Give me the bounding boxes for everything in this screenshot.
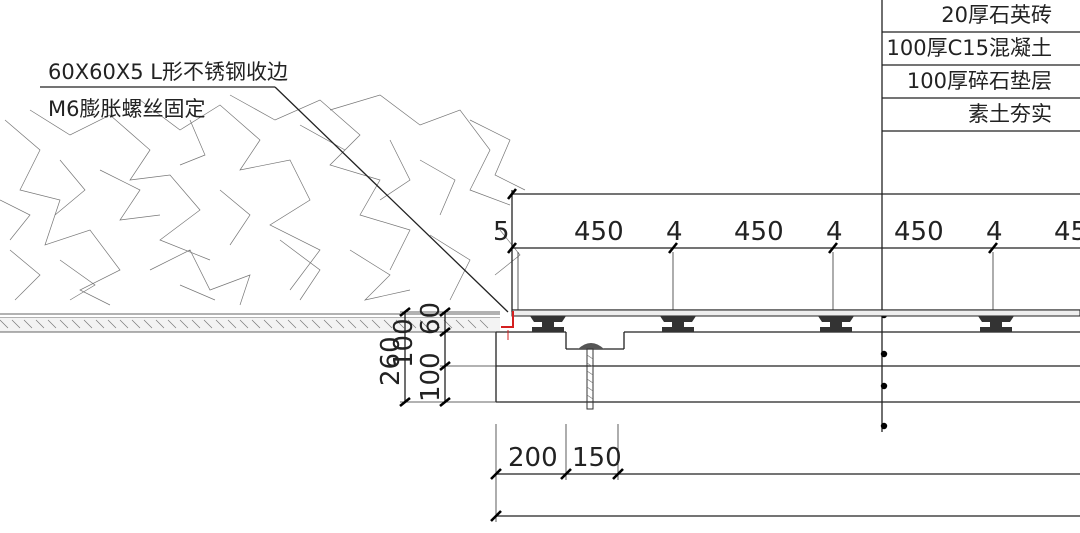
ground-paving: [0, 313, 500, 333]
top-dim-6: 450: [894, 217, 944, 247]
layer-label-2: 100厚C15混凝土: [887, 36, 1052, 60]
left-dim-total: 260: [376, 336, 406, 386]
left-dimension-chain: 260 100 60 100: [376, 302, 500, 408]
top-dim-5: 4: [826, 217, 843, 247]
top-dim-7: 4: [986, 217, 1003, 247]
top-dim-8: 45: [1054, 217, 1080, 247]
top-dim-3: 4: [666, 217, 683, 247]
pedestal-supports: [530, 316, 1014, 332]
layer-table: 20厚石英砖 100厚C15混凝土 100厚碎石垫层 素土夯实: [880, 0, 1080, 432]
bottom-dim-200: 200: [508, 443, 558, 473]
layer-label-1: 20厚石英砖: [941, 3, 1052, 27]
edge-trim: [501, 311, 514, 340]
top-dimension-chain: 5 450 4 450 4 450 4 45: [493, 188, 1080, 312]
drain-pipe: [578, 343, 604, 410]
layer-label-3: 100厚碎石垫层: [907, 69, 1052, 93]
edge-note-line2: M6膨胀螺丝固定: [48, 97, 205, 121]
left-dim-100: 100: [416, 352, 446, 402]
bottom-dim-150: 150: [572, 443, 622, 473]
left-dim-inner: 100: [389, 318, 419, 368]
soil-hatch: [0, 94, 526, 306]
left-dim-60: 60: [416, 302, 446, 335]
edge-note-line1: 60X60X5 L形不锈钢收边: [48, 60, 288, 84]
edge-note: 60X60X5 L形不锈钢收边 M6膨胀螺丝固定: [40, 60, 509, 313]
bottom-dimension-chain: 200 150: [490, 424, 1080, 522]
top-dim-2: 450: [574, 217, 624, 247]
top-dim-1: 5: [493, 217, 510, 247]
top-dim-4: 450: [734, 217, 784, 247]
layer-label-4: 素土夯实: [968, 102, 1052, 126]
